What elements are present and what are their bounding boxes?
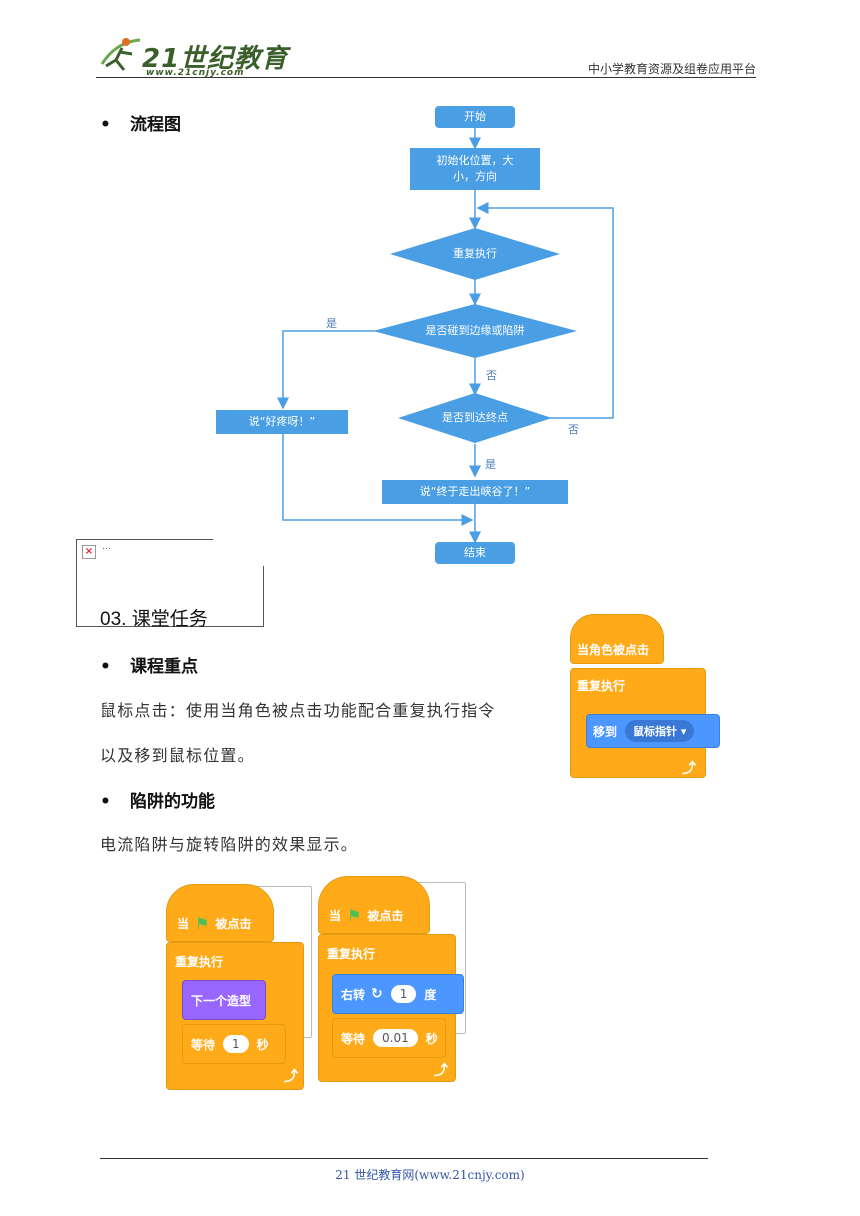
flow-end: 结束: [435, 542, 515, 564]
footer-text: 21 世纪教育网(www.21cnjy.com): [335, 1168, 525, 1182]
rotate-clockwise-icon: ↻: [371, 986, 383, 1002]
flow-label-yes-edge: 是: [326, 317, 337, 330]
section-title-task: 03. 课堂任务: [100, 609, 208, 630]
go-to-block: 移到 鼠标指针 ▾: [586, 714, 720, 748]
scratch-click-script: 当角色被点击 重复执行 移到 鼠标指针 ▾ ⤴: [570, 614, 720, 780]
hat-block-flag: 当 ⚑ 被点击: [166, 884, 274, 942]
logo-url: www.21cnjy.com: [146, 68, 245, 78]
loop-arrow-icon: ⤴: [434, 1063, 448, 1079]
loop-arrow-icon: ⤴: [682, 761, 696, 777]
hat-block-flag: 当 ⚑ 被点击: [318, 876, 430, 934]
next-costume-block: 下一个造型: [182, 980, 266, 1020]
section-box: [76, 566, 264, 627]
flow-check-edge: 是否碰到边缘或陷阱: [425, 324, 525, 337]
flow-start: 开始: [435, 106, 515, 128]
flow-end-diamond: [398, 393, 552, 443]
flow-loop: 重复执行: [453, 247, 497, 260]
trap-para: 电流陷阱与旋转陷阱的效果显示。: [100, 835, 359, 854]
logo-text: 21世纪教育: [142, 44, 289, 74]
flow-label-no-end: 否: [568, 423, 579, 436]
hat-block-sprite-clicked: 当角色被点击: [570, 614, 664, 664]
green-flag-icon: ⚑: [195, 913, 210, 933]
footer-divider: [100, 1158, 708, 1159]
bullet-flowchart: •流程图: [100, 115, 181, 135]
flow-say-done: 说“终于走出峡谷了！”: [382, 480, 568, 504]
bullet-trap: •陷阱的功能: [100, 792, 215, 812]
green-flag-icon: ⚑: [347, 905, 362, 925]
key-para-1: 鼠标点击：使用当角色被点击功能配合重复执行指令: [100, 701, 496, 720]
broken-image-caption: …: [102, 542, 111, 552]
go-to-target-dropdown: 鼠标指针 ▾: [625, 720, 695, 742]
key-para-2: 以及移到鼠标位置。: [100, 746, 255, 765]
loop-arrow-icon: ⤴: [284, 1069, 298, 1085]
wait-value: 1: [223, 1035, 249, 1053]
flow-say-pain: 说“好疼呀！”: [216, 410, 348, 434]
broken-image-frame: [76, 539, 213, 566]
wait-value: 0.01: [373, 1029, 418, 1047]
turn-value: 1: [390, 985, 417, 1003]
flow-loop-diamond: [390, 228, 560, 280]
logo-runner-icon: [100, 38, 141, 71]
flow-check-end: 是否到达终点: [442, 411, 508, 424]
flow-label-no-edge: 否: [486, 369, 497, 382]
header-divider: [96, 77, 756, 78]
flowchart: [277, 128, 614, 544]
bullet-key: •课程重点: [100, 657, 198, 677]
broken-image-icon: ×: [82, 545, 96, 559]
flow-edge-diamond: [373, 304, 577, 358]
turn-right-block: 右转 ↻ 1 度: [332, 974, 464, 1014]
flow-init: 初始化位置，大小，方向: [410, 148, 540, 190]
flow-label-yes-end: 是: [485, 458, 496, 471]
header-platform: 中小学教育资源及组卷应用平台: [587, 62, 756, 76]
